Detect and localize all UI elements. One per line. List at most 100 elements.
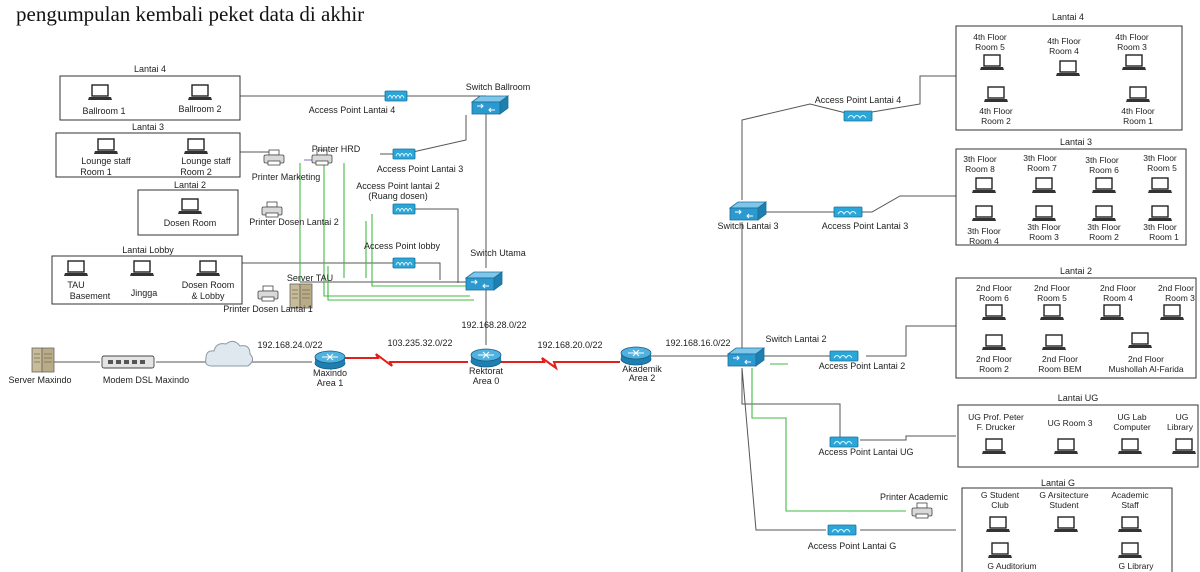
laptop-icon xyxy=(1159,304,1185,321)
laptop-icon xyxy=(187,84,213,101)
laptop-icon xyxy=(981,304,1007,321)
room-label: Room 2 xyxy=(979,364,1009,374)
room-label: Basement xyxy=(70,291,111,301)
laptop-icon xyxy=(195,260,221,277)
laptop-icon xyxy=(987,542,1013,559)
laptop-icon xyxy=(1091,177,1117,194)
room-label: Room 2 xyxy=(1089,232,1119,242)
laptop-icon xyxy=(1053,516,1079,533)
room-label: 3th Floor xyxy=(1143,222,1177,232)
switch-icon xyxy=(729,201,767,221)
access-point-icon xyxy=(827,524,857,536)
laptop-icon xyxy=(93,138,119,155)
network-address: 103.235.32.0/22 xyxy=(387,338,452,348)
access-point-icon xyxy=(829,350,859,362)
right-floor-lantai4: Lantai 4 4th Floor Room 5 4th Floor Room… xyxy=(955,12,1183,131)
room-label: 2nd Floor xyxy=(1100,283,1136,293)
floor-title: Lantai Lobby xyxy=(122,245,174,255)
laptop-icon xyxy=(979,54,1005,71)
floor-title: Lantai 4 xyxy=(134,64,166,74)
laptop-icon xyxy=(985,516,1011,533)
server-icon xyxy=(31,347,55,373)
room-label: Room 3 xyxy=(1165,293,1195,303)
right-floor-lantai2: Lantai 2 2nd Floor Room 6 2nd Floor Room… xyxy=(955,266,1197,379)
room-label: Room 2 xyxy=(981,116,1011,126)
laptop-icon xyxy=(1127,332,1153,349)
printer-icon xyxy=(257,285,279,302)
room-label: 3th Floor xyxy=(1085,155,1119,165)
floor-title: Lantai 2 xyxy=(174,180,206,190)
room-label: 4th Floor xyxy=(1047,36,1081,46)
printer-label: Printer Academic xyxy=(880,492,949,502)
ap-label: Access Point Lantai 3 xyxy=(822,221,909,231)
router-label: Area 0 xyxy=(473,376,500,386)
room-label: Ballroom 1 xyxy=(82,106,125,116)
laptop-icon xyxy=(1053,438,1079,455)
room-label: Room 1 xyxy=(1149,232,1179,242)
access-point-icon xyxy=(829,436,859,448)
room-label: Ballroom 2 xyxy=(178,104,221,114)
laptop-icon xyxy=(1171,438,1197,455)
ap-label: Access Point lobby xyxy=(364,241,441,251)
switch-label: Switch Ballroom xyxy=(466,82,531,92)
floor-title: Lantai UG xyxy=(1058,393,1099,403)
router-label: Area 1 xyxy=(317,378,344,388)
access-point-icon xyxy=(392,148,416,160)
switch-label: Switch Utama xyxy=(470,248,526,258)
room-label: G Student xyxy=(981,490,1020,500)
laptop-icon xyxy=(1147,177,1173,194)
network-address: 192.168.24.0/22 xyxy=(257,340,322,350)
room-label: Room 5 xyxy=(1147,163,1177,173)
room-label: G Library xyxy=(1119,561,1155,571)
laptop-icon xyxy=(1121,54,1147,71)
room-label: Room 1 xyxy=(1123,116,1153,126)
room-label: 3th Floor xyxy=(1027,222,1061,232)
laptop-icon xyxy=(981,438,1007,455)
caption-text: pengumpulan kembali peket data di akhir xyxy=(16,2,365,26)
laptop-icon xyxy=(129,260,155,277)
room-label: Room 4 xyxy=(969,236,999,246)
room-label: Room 8 xyxy=(965,164,995,174)
room-label: UG xyxy=(1176,412,1189,422)
links-layer xyxy=(44,75,956,531)
right-floor-lantai3: Lantai 3 3th Floor Room 8 3th Floor Room… xyxy=(955,137,1187,246)
network-address: 192.168.28.0/22 xyxy=(461,320,526,330)
room-label: Room 1 xyxy=(80,167,112,177)
laptop-icon xyxy=(183,138,209,155)
room-label: Room 7 xyxy=(1027,163,1057,173)
cloud-icon xyxy=(205,340,254,367)
room-label: UG Lab xyxy=(1117,412,1147,422)
room-label: Staff xyxy=(1121,500,1139,510)
laptop-icon xyxy=(87,84,113,101)
right-floor-lantaig: Lantai G G Student Club G Arsitecture St… xyxy=(961,478,1173,572)
room-label: Room 2 xyxy=(180,167,212,177)
room-label: Computer xyxy=(1113,422,1150,432)
room-label: 3th Floor xyxy=(967,226,1001,236)
ap-label: Access Point Lantai 4 xyxy=(309,105,396,115)
room-label: Room 3 xyxy=(1029,232,1059,242)
router-label: Maxindo xyxy=(313,368,347,378)
printer-icon xyxy=(261,201,283,218)
laptop-icon xyxy=(1041,334,1067,351)
room-label: Room BEM xyxy=(1038,364,1081,374)
network-address: 192.168.20.0/22 xyxy=(537,340,602,350)
room-label: Lounge staff xyxy=(81,156,131,166)
laptop-icon xyxy=(1099,304,1125,321)
room-label: 2nd Floor xyxy=(1158,283,1194,293)
ap-label: Access Point Lantai G xyxy=(808,541,897,551)
printer-label: Printer Dosen Lantai 1 xyxy=(223,304,313,314)
left-devices: Access Point Lantai 4 Switch Ballroom Ac… xyxy=(223,82,530,314)
laptop-icon xyxy=(1031,205,1057,222)
room-label: Club xyxy=(991,500,1009,510)
room-label: 3th Floor xyxy=(1087,222,1121,232)
router-icon xyxy=(470,348,502,368)
room-label: Room 5 xyxy=(1037,293,1067,303)
room-label: 4th Floor xyxy=(979,106,1013,116)
laptop-icon xyxy=(971,177,997,194)
room-label: Jingga xyxy=(131,288,158,298)
ap-label: Access Point Lantai 2 xyxy=(819,361,906,371)
room-label: Dosen Room xyxy=(182,280,235,290)
server-label: Server TAU xyxy=(287,273,333,283)
room-label: & Lobby xyxy=(191,291,225,301)
